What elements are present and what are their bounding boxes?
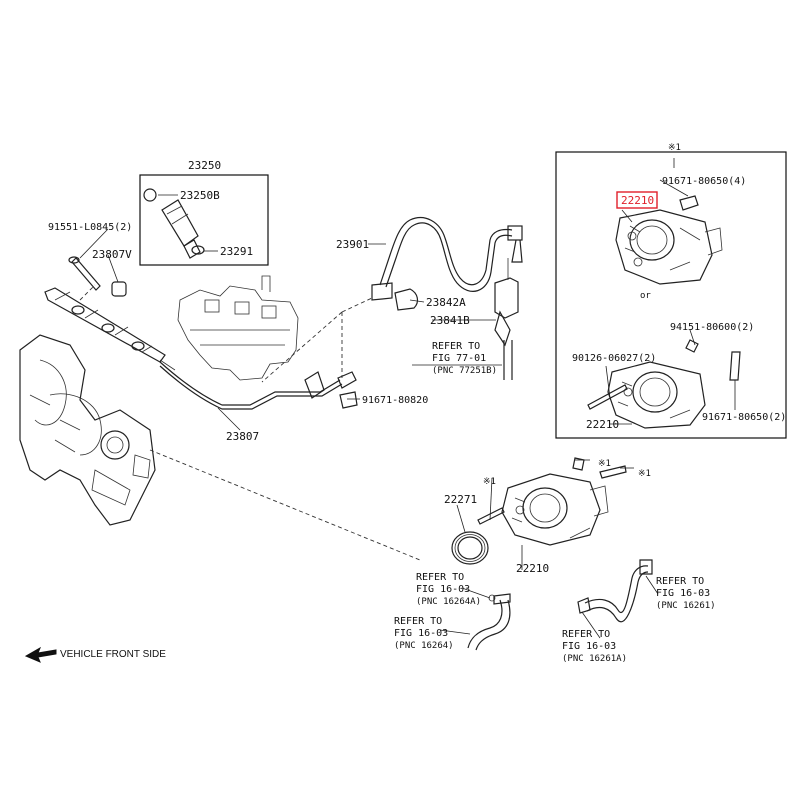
injector-box: [139, 174, 269, 266]
vehicle-front-label: VEHICLE FRONT SIDE: [60, 649, 166, 660]
svg-text:FIG 16-03: FIG 16-03: [562, 641, 616, 652]
label-94151: 94151-80600(2): [670, 322, 754, 333]
label-23250b: 23250B: [180, 189, 220, 202]
spacer-23807v: [111, 281, 127, 297]
ref-fig-77-01: REFER TO FIG 77-01 (PNC 77251B): [432, 341, 497, 376]
arrow-left-icon: [24, 646, 57, 663]
svg-text:(PNC 16261): (PNC 16261): [656, 601, 716, 611]
label-23291: 23291: [220, 245, 253, 258]
svg-text:FIG 16-03: FIG 16-03: [656, 588, 710, 599]
label-22210-bottom: 22210: [516, 562, 549, 575]
label-91671-80650-4: 91671-80650(4): [662, 176, 746, 187]
ref-fig-16-03-16261a: REFER TO FIG 16-03 (PNC 16261A): [562, 629, 627, 664]
vehicle-front-indicator: VEHICLE FRONT SIDE: [24, 646, 166, 663]
water-hose-right: [577, 559, 653, 623]
label-23250: 23250: [188, 159, 221, 172]
label-23842a: 23842A: [426, 296, 466, 309]
ref-fig-16-03-16264: REFER TO FIG 16-03 (PNC 16264): [394, 616, 454, 651]
svg-text:(PNC 77251B): (PNC 77251B): [432, 366, 497, 376]
label-23901: 23901: [336, 238, 369, 251]
svg-text:REFER TO: REFER TO: [416, 572, 464, 583]
marker-k1-b: ※1: [638, 469, 651, 479]
alternate-throttle-box: [555, 151, 787, 439]
label-22271: 22271: [444, 493, 477, 506]
marker-k1-c: ※1: [483, 477, 496, 487]
svg-text:FIG 16-03: FIG 16-03: [394, 628, 448, 639]
fuel-hose-23901: [371, 217, 523, 301]
throttle-body-bottom: [477, 457, 627, 546]
marker-k1-box: ※1: [668, 143, 681, 153]
intake-manifold: [177, 275, 299, 381]
leader-lines: [79, 158, 736, 639]
label-22210-highlighted[interactable]: 22210: [621, 194, 654, 207]
ref-fig-16-03-16264a: REFER TO FIG 16-03 (PNC 16264A): [416, 572, 481, 607]
svg-text:REFER TO: REFER TO: [562, 629, 610, 640]
label-91551: 91551-L0845(2): [48, 222, 132, 233]
dash-lines: [79, 284, 421, 561]
fuel-injector: [143, 188, 205, 259]
label-23807v: 23807V: [92, 248, 132, 261]
label-91671-80650-2: 91671-80650(2): [702, 412, 786, 423]
label-91671-80820: 91671-80820: [362, 395, 428, 406]
marker-k1-a: ※1: [598, 459, 611, 469]
label-23841b: 23841B: [430, 314, 470, 327]
hose-bracket: [394, 258, 519, 347]
ref-fig-16-03-16261: REFER TO FIG 16-03 (PNC 16261): [656, 576, 716, 611]
svg-text:REFER TO: REFER TO: [432, 341, 480, 352]
label-23807: 23807: [226, 430, 259, 443]
hose-stub: [503, 340, 513, 380]
throttle-body-middle: [587, 339, 741, 429]
bolt-91671-80820: [339, 391, 358, 409]
water-hose-left: [467, 593, 511, 651]
label-90126: 90126-06027(2): [572, 353, 656, 364]
svg-text:FIG 16-03: FIG 16-03: [416, 584, 470, 595]
bolt-91551: [68, 256, 101, 291]
svg-text:(PNC 16264A): (PNC 16264A): [416, 597, 481, 607]
svg-text:REFER TO: REFER TO: [656, 576, 704, 587]
engine-block: [19, 334, 156, 526]
label-22210-mid: 22210: [586, 418, 619, 431]
highlight-box: [616, 191, 658, 209]
gasket-22271: [451, 531, 489, 565]
fuel-pipe-23807: [159, 361, 357, 410]
throttle-body-top: [615, 195, 723, 285]
label-or: or: [640, 291, 651, 301]
svg-text:(PNC 16264): (PNC 16264): [394, 641, 454, 651]
svg-text:REFER TO: REFER TO: [394, 616, 442, 627]
svg-text:(PNC 16261A): (PNC 16261A): [562, 654, 627, 664]
svg-text:FIG 77-01: FIG 77-01: [432, 353, 486, 364]
fuel-rail: [44, 287, 176, 371]
